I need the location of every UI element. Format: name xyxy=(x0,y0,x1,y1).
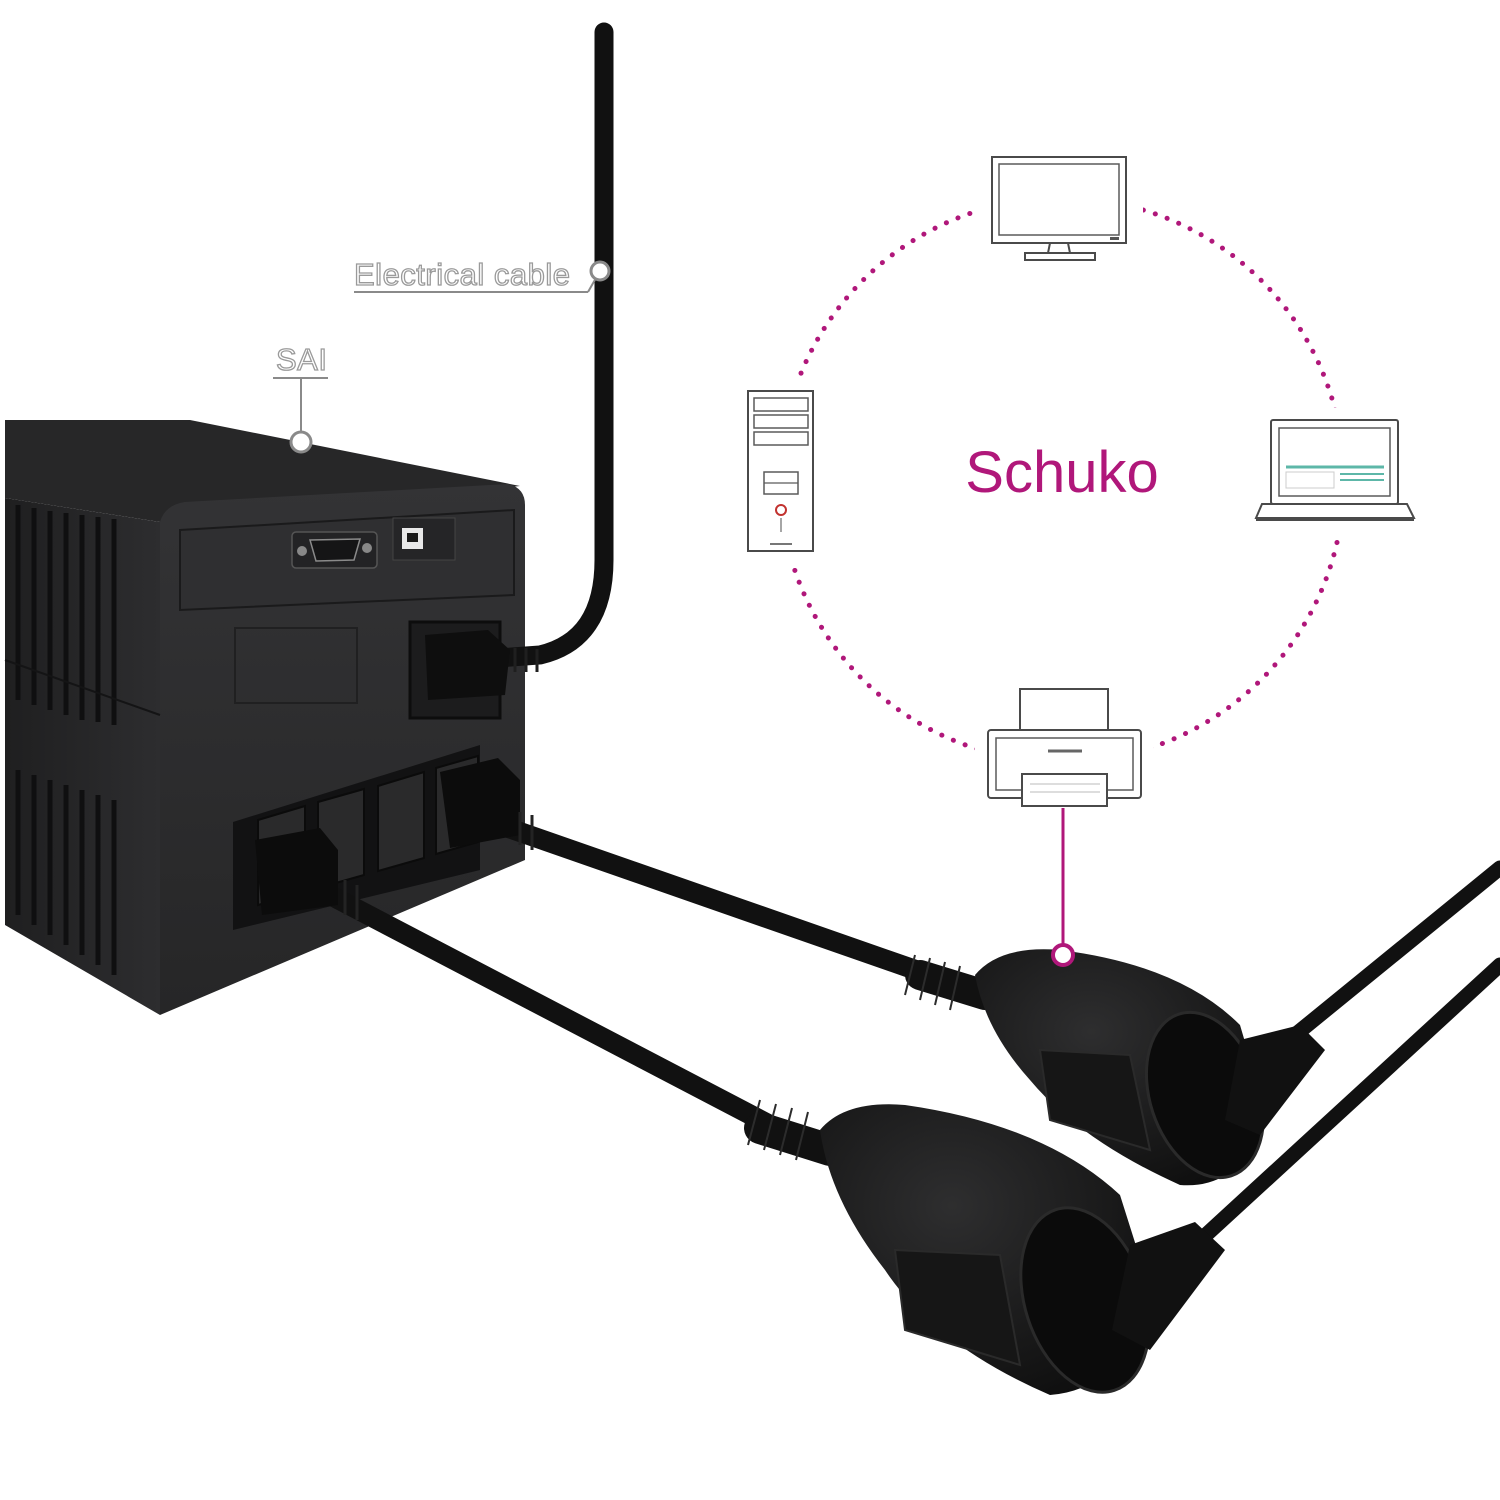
center-label: Schuko xyxy=(965,440,1158,505)
electrical-cable-label: Electrical cable xyxy=(354,257,570,292)
monitor-icon xyxy=(991,156,1127,261)
ups-side-vents xyxy=(15,505,117,975)
serial-port-icon xyxy=(291,531,378,569)
extension-cable-2 xyxy=(1187,957,1500,1253)
socket-callout-dot xyxy=(1051,943,1075,967)
iec-plug-1 xyxy=(255,828,338,915)
printer-icon xyxy=(987,688,1142,807)
usb-port-icon xyxy=(392,517,456,561)
mains-cable xyxy=(460,22,614,670)
ups-unit xyxy=(4,420,525,1015)
schuko-socket-1 xyxy=(904,949,1325,1186)
iec-outlet-3 xyxy=(377,770,425,873)
ups-callout: SAI xyxy=(273,341,328,454)
output-cable-2 xyxy=(320,885,780,1135)
cables xyxy=(320,22,1500,1253)
extension-cable-1 xyxy=(1287,860,1500,1043)
tower-pc-icon xyxy=(747,390,814,552)
ups-label: SAI xyxy=(276,342,327,377)
iec-plug-2 xyxy=(440,758,520,848)
output-cable-1 xyxy=(490,815,940,985)
laptop-icon xyxy=(1254,419,1416,521)
schuko-socket-2 xyxy=(744,1099,1225,1395)
electrical-cable-callout: Electrical cable xyxy=(353,256,611,293)
